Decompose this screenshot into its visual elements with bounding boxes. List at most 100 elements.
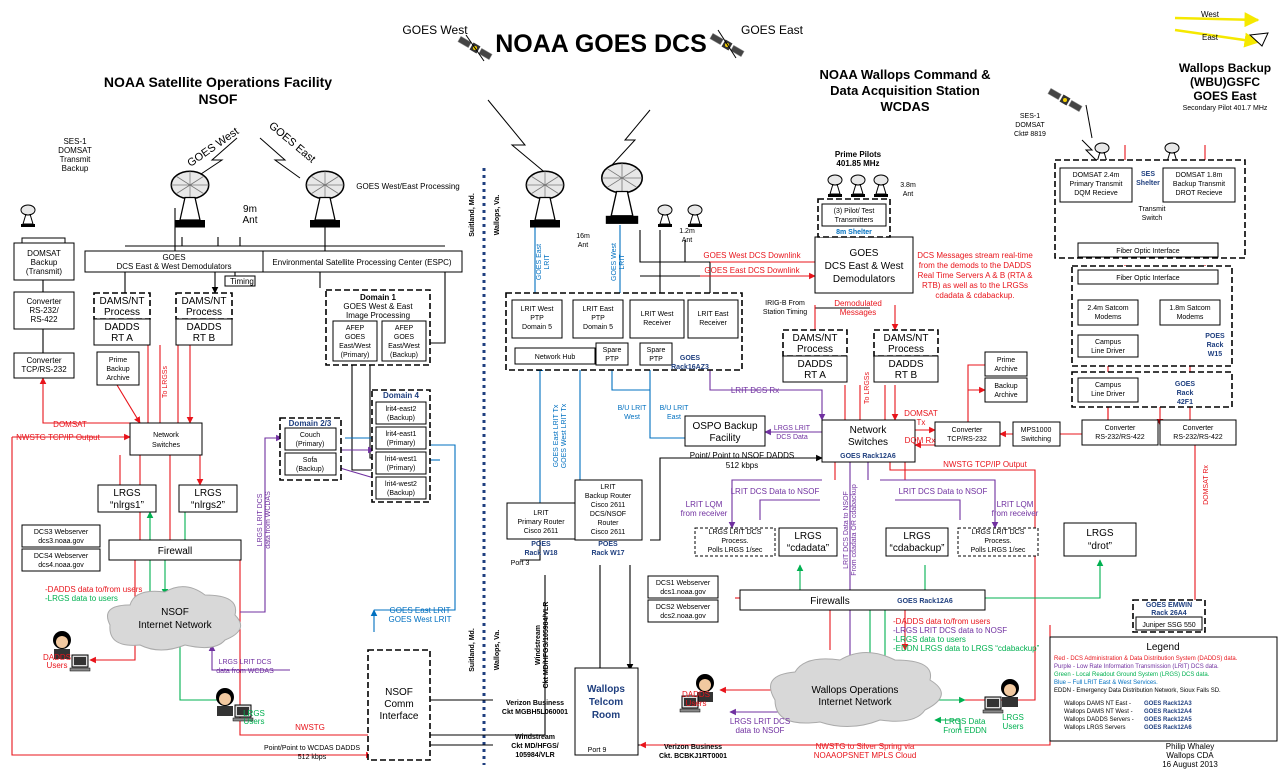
svg-text:East/West: East/West — [388, 343, 420, 350]
svg-text:(Backup): (Backup) — [387, 415, 415, 422]
svg-text:LRIT West: LRIT West — [521, 306, 554, 313]
svg-text:POES: POES — [598, 541, 618, 548]
svg-text:LRGS: LRGS — [243, 709, 265, 718]
svg-text:Sofa: Sofa — [303, 457, 318, 464]
svg-text:GOES East LRIT: GOES East LRIT — [390, 606, 451, 615]
dcs1-webserver-box — [647, 575, 719, 599]
svg-text:GOES: GOES — [394, 334, 415, 341]
nsof-dams-a-box — [93, 292, 151, 320]
svg-text:RT B: RT B — [193, 333, 216, 344]
svg-text:Backup: Backup — [31, 258, 58, 267]
goes-west-antenna-line — [465, 34, 485, 62]
goes-west-label: GOES West — [402, 23, 468, 37]
svg-text:DADDS: DADDS — [682, 690, 710, 699]
lrit-primary-router-box — [506, 502, 576, 540]
svg-text:LRGS LRIT DCS: LRGS LRIT DCS — [219, 659, 272, 666]
svg-text:Switch: Switch — [1142, 215, 1163, 222]
svg-text:Modems: Modems — [1095, 314, 1122, 321]
nsof-ant-east-label: GOES East — [266, 120, 317, 166]
svg-text:Backup: Backup — [994, 383, 1017, 390]
domsat-backup-transmit-box — [13, 242, 75, 281]
svg-text:3.8m: 3.8m — [900, 182, 916, 189]
svg-text:LRGS: LRGS — [1086, 528, 1114, 539]
svg-text:Point/ Point to NSOF DADDS: Point/ Point to NSOF DADDS — [690, 451, 794, 460]
svg-text:Receiver: Receiver — [699, 320, 727, 327]
svg-text:GOES West LRIT: GOES West LRIT — [389, 615, 452, 624]
svg-text:Demodulators: Demodulators — [833, 274, 895, 285]
goes-east-satellite-icon — [709, 32, 745, 58]
svg-text:GOES EMWIN: GOES EMWIN — [1146, 602, 1192, 609]
svg-text:GOES Rack12A5: GOES Rack12A5 — [1144, 717, 1192, 723]
svg-text:Transmitters: Transmitters — [835, 217, 874, 224]
svg-text:“cdadata”: “cdadata” — [787, 543, 829, 554]
svg-text:GOES West DCS Downlink: GOES West DCS Downlink — [703, 251, 801, 260]
svg-text:LRGS: LRGS — [113, 488, 141, 499]
svg-text:DCS Data: DCS Data — [776, 434, 808, 441]
svg-text:Switches: Switches — [848, 437, 888, 448]
svg-text:RT A: RT A — [804, 370, 826, 381]
svg-text:Blue – Full LRIT East & West S: Blue – Full LRIT East & West Services. — [1054, 680, 1158, 686]
svg-text:Ckt MD/HFGS/: Ckt MD/HFGS/ — [511, 743, 559, 750]
svg-text:DCS1 Webserver: DCS1 Webserver — [656, 580, 711, 587]
svg-text:Process.: Process. — [984, 538, 1011, 545]
svg-text:dcs4.noaa.gov: dcs4.noaa.gov — [38, 562, 84, 569]
svg-text:Port 3: Port 3 — [511, 560, 530, 567]
svg-text:2.4m Satcom: 2.4m Satcom — [1087, 305, 1128, 312]
svg-text:512 kbps: 512 kbps — [726, 461, 758, 470]
svg-text:“nlrgs1”: “nlrgs1” — [110, 500, 144, 511]
svg-text:from receiver: from receiver — [992, 509, 1039, 518]
svg-text:LRIT East: LRIT East — [698, 311, 729, 318]
svg-text:NSOF: NSOF — [161, 607, 189, 618]
boxes — [13, 159, 1278, 761]
dcs4-webserver-box — [21, 548, 101, 572]
wallops-lrgs-user-icon — [1001, 679, 1019, 707]
svg-text:Converter: Converter — [26, 356, 61, 365]
svg-text:East: East — [667, 414, 681, 421]
diagram-title: NOAA GOES DCS — [495, 30, 707, 58]
svg-text:Process: Process — [186, 307, 222, 318]
svg-text:PTP: PTP — [605, 356, 619, 363]
svg-text:PTP: PTP — [649, 356, 663, 363]
svg-text:Process: Process — [888, 344, 924, 355]
svg-text:Messages: Messages — [840, 308, 876, 317]
bolt-icon — [259, 137, 301, 179]
svg-text:Ant: Ant — [682, 237, 693, 244]
svg-text:401.85 MHz: 401.85 MHz — [836, 159, 879, 168]
svg-text:MPS1000: MPS1000 — [1021, 427, 1052, 434]
lrgs-cdadata-box — [778, 527, 838, 557]
svg-text:Rack 26A4: Rack 26A4 — [1151, 610, 1187, 617]
svg-text:DQM Rx: DQM Rx — [905, 436, 936, 445]
svg-text:Telcom: Telcom — [589, 697, 623, 708]
nsof-subtitle: NSOF — [199, 91, 238, 107]
svg-text:dcs2.noaa.gov: dcs2.noaa.gov — [660, 613, 706, 620]
svg-text:NSOF: NSOF — [385, 687, 413, 698]
svg-text:LRIT DCS Data to NSOF: LRIT DCS Data to NSOF — [843, 491, 850, 569]
nlrgs2-box — [178, 484, 238, 513]
svg-text:DCS Messages stream real-time: DCS Messages stream real-time — [917, 251, 1033, 260]
svg-text:Purple - Low Rate Information: Purple - Low Rate Information Transmissi… — [1054, 664, 1219, 670]
svg-text:GOES: GOES — [345, 334, 366, 341]
svg-text:GOES Rack12A4: GOES Rack12A4 — [1144, 709, 1192, 715]
svg-text:Windstream: Windstream — [535, 625, 542, 665]
svg-text:(Primary): (Primary) — [387, 465, 416, 472]
wallops-internet-cloud — [770, 652, 942, 727]
svg-text:LRGS: LRGS — [794, 531, 822, 542]
svg-text:LRIT LQM: LRIT LQM — [997, 500, 1034, 509]
svg-text:(Backup): (Backup) — [296, 466, 324, 473]
svg-text:Couch: Couch — [300, 432, 320, 439]
svg-text:cdadata & cdabackup.: cdadata & cdabackup. — [935, 291, 1014, 300]
wallops-telcom-room-box — [574, 667, 639, 756]
svg-text:105984/VLR: 105984/VLR — [515, 752, 554, 759]
svg-text:dcs1.noaa.gov: dcs1.noaa.gov — [660, 589, 706, 596]
converter-tcp-rs232-box — [13, 352, 75, 379]
svg-text:Ckt# 8819: Ckt# 8819 — [1014, 131, 1046, 138]
svg-text:Spare: Spare — [603, 347, 622, 354]
svg-text:DOMSAT: DOMSAT — [53, 420, 87, 429]
svg-text:DADDS: DADDS — [186, 322, 221, 333]
svg-text:Process: Process — [104, 307, 140, 318]
svg-text:Router: Router — [597, 520, 619, 527]
network-hub-box — [514, 347, 596, 365]
svg-text:Process.: Process. — [721, 538, 748, 545]
svg-text:Network Hub: Network Hub — [535, 354, 576, 361]
svg-text:Suitland, Md.: Suitland, Md. — [469, 628, 476, 672]
